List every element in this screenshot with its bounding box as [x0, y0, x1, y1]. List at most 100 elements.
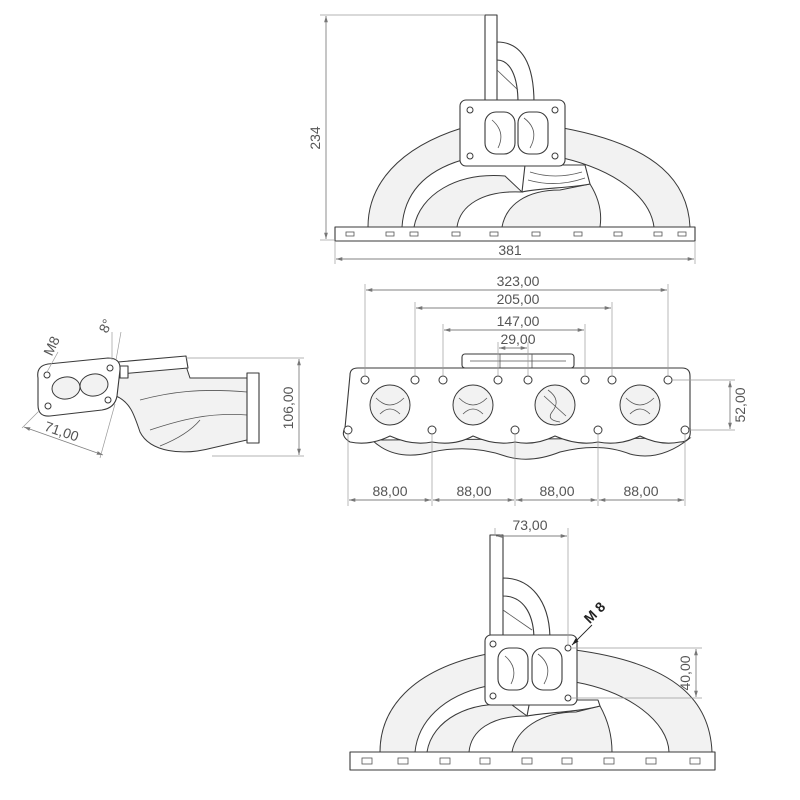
- side-bolt-hole: [104, 396, 112, 404]
- front-collector: [521, 164, 591, 193]
- rear-riser-bend: [502, 577, 551, 641]
- rear-m8-label: M 8: [581, 598, 609, 626]
- front-turbo-port-detail: [491, 117, 535, 149]
- front-runner-3: [501, 183, 602, 228]
- plan-port-3-detail: [543, 389, 567, 423]
- plan-bolt-hole: [680, 425, 690, 435]
- front-base-slot: [451, 231, 461, 237]
- side-m8-label: M8: [40, 334, 63, 359]
- front-riser-bend: [496, 41, 535, 104]
- side-view: M8 8° 71,00 106,00: [21, 316, 304, 459]
- rear-base-slot: [689, 757, 701, 765]
- side-71-ext-right: [99, 403, 116, 459]
- rear-runner-2: [426, 703, 529, 753]
- plan-spacing-label-4: 88,00: [623, 483, 658, 499]
- side-pipe-detail: [139, 390, 248, 447]
- side-stud: [119, 365, 129, 379]
- plan-bolt-hole: [663, 375, 673, 385]
- side-turbo-flange: [246, 372, 260, 444]
- front-view: 234 381: [307, 14, 696, 264]
- plan-port-1-detail: [375, 397, 405, 415]
- plan-turbo-stub-detail: [470, 354, 566, 368]
- rear-turbo-port-left: [497, 647, 529, 691]
- rear-40-label: 40,00: [677, 655, 693, 690]
- plan-323-label: 323,00: [497, 273, 540, 289]
- plan-bolt-hole: [410, 375, 420, 385]
- front-height-label: 234: [307, 126, 323, 150]
- rear-base-slot: [479, 757, 491, 765]
- rear-riser-detail: [502, 609, 533, 631]
- front-turbo-bolt-hole: [551, 152, 559, 160]
- plan-port-3: [534, 384, 576, 426]
- rear-base-slots: [361, 757, 701, 765]
- plan-spacing-label-2: 88,00: [456, 483, 491, 499]
- front-base-slot: [409, 231, 419, 237]
- front-width-label: 381: [498, 242, 522, 258]
- rear-runner-3: [511, 705, 613, 753]
- front-turbo-port-right: [517, 111, 549, 155]
- plan-view: 323,00 205,00 147,00 29,00 52,00 88,00 8…: [342, 273, 748, 506]
- side-bolt-hole: [44, 402, 52, 410]
- side-port-right: [79, 373, 109, 397]
- rear-turbo-bolt-hole: [564, 644, 572, 652]
- front-collector-detail: [527, 171, 586, 184]
- rear-73-label: 73,00: [512, 517, 547, 533]
- front-turbo-bolt-hole: [551, 106, 559, 114]
- rear-base-slot: [361, 757, 373, 765]
- side-angle-label: 8°: [95, 316, 115, 335]
- front-turbo-port-left: [484, 111, 516, 155]
- front-base-slot: [573, 231, 583, 237]
- plan-52-label: 52,00: [732, 387, 748, 422]
- rear-base-slot: [439, 757, 451, 765]
- plan-147-label: 147,00: [497, 313, 540, 329]
- plan-bolt-hole: [593, 425, 603, 435]
- side-angle-line: [115, 331, 122, 361]
- plan-29-label: 29,00: [500, 331, 535, 347]
- side-106-label: 106,00: [280, 386, 296, 429]
- rear-riser-plate: [489, 534, 504, 638]
- plan-flange: [342, 367, 691, 444]
- rear-turbo-bolt-hole: [489, 640, 497, 648]
- rear-base-flange: [349, 751, 716, 771]
- side-bolt-hole: [43, 371, 51, 379]
- side-pipe-body: [115, 365, 248, 453]
- plan-port-2-detail: [458, 397, 488, 415]
- plan-bolt-hole: [523, 375, 533, 385]
- front-base-slot: [489, 231, 499, 237]
- front-base-slots: [345, 231, 687, 237]
- plan-bolt-hole: [607, 375, 617, 385]
- rear-turbo-bolt-hole: [489, 692, 497, 700]
- front-base-slot: [531, 231, 541, 237]
- rear-base-slot: [645, 757, 657, 765]
- front-base-slot: [613, 231, 623, 237]
- plan-bolt-hole: [343, 425, 353, 435]
- rear-base-slot: [603, 757, 615, 765]
- side-71-ext-left: [21, 409, 41, 429]
- side-m8-leader: [46, 351, 59, 373]
- plan-bolt-hole: [427, 425, 437, 435]
- plan-bolt-hole: [360, 375, 370, 385]
- rear-base-slot: [397, 757, 409, 765]
- rear-m8-leader: [571, 624, 593, 646]
- front-runner-2: [413, 175, 524, 228]
- plan-port-4-detail: [625, 397, 655, 415]
- rear-turbo-bolt-hole: [564, 694, 572, 702]
- rear-base-slot: [521, 757, 533, 765]
- plan-bolt-hole: [493, 375, 503, 385]
- plan-bolt-hole: [580, 375, 590, 385]
- front-turbo-bolt-hole: [466, 152, 474, 160]
- side-bolt-hole: [106, 364, 114, 372]
- front-base-slot: [653, 231, 663, 237]
- rear-turbo-port-detail: [504, 653, 549, 685]
- plan-bolt-hole: [438, 375, 448, 385]
- rear-turbo-port-right: [531, 647, 563, 691]
- front-riser-detail: [496, 69, 519, 91]
- front-base-slot: [385, 231, 395, 237]
- plan-spacing-label-3: 88,00: [539, 483, 574, 499]
- front-base-slot: [677, 231, 687, 237]
- rear-base-slot: [561, 757, 573, 765]
- front-base-slot: [345, 231, 355, 237]
- front-turbo-bolt-hole: [466, 106, 474, 114]
- rear-view: 73,00 M 8 40,00: [349, 517, 716, 771]
